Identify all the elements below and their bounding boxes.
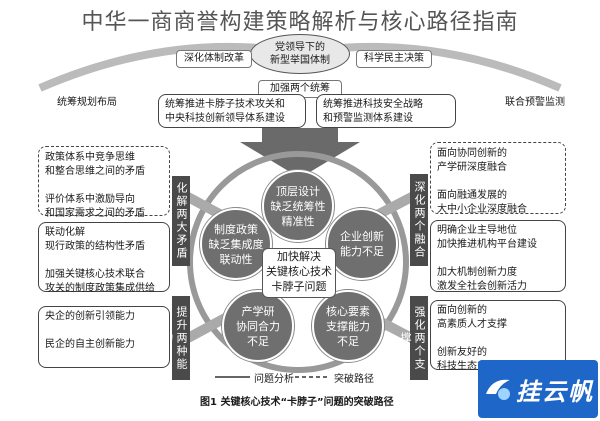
right-mid-box: 明确企业主导地位 加快推进机构平台建设 加大机制创新力度 激发全社会创新活力 [430, 220, 566, 292]
core-problem-box: 加快解决 关键核心技术 卡脖子问题 [262, 248, 336, 298]
left-dash-box: 政策体系中竞争思维 和整合思维之间的矛盾 评价体系中激励导向 和国家需求之间的矛… [38, 146, 170, 219]
leadership-oval: 党领导下的 新型举国体制 [250, 34, 350, 74]
right-bottom-box: 面向创新的 高素质人才支撑 创新友好的 科技生态支撑 [430, 300, 566, 372]
circle-enterprise: 企业创新 能力不足 [326, 208, 398, 280]
strengthen-left-box: 统筹推进卡脖子技术攻关和 中央科技创新领导体系建设 [158, 94, 306, 128]
cloud-swoosh-icon [486, 379, 510, 400]
left-bar-bottom: 提升两种能力 [161, 296, 190, 380]
legend-analysis: 问题分析 [254, 374, 294, 385]
planning-label: 统筹规划布局 [57, 97, 117, 108]
warning-label: 联合预警监测 [505, 97, 565, 108]
reform-label: 深化体制改革 [176, 50, 252, 68]
outer-ring [187, 151, 409, 373]
logo-watermark: 挂云帆 [478, 360, 598, 418]
right-bar-bottom: 强化两个支撑 [399, 296, 428, 380]
left-bottom-box: 央企的创新引领能力 民企的自主创新能力 [38, 306, 170, 368]
decision-label: 科学民主决策 [356, 50, 432, 68]
legend-path: 突破路径 [334, 374, 374, 385]
left-bar-top: 化解两大矛盾 [172, 176, 190, 266]
figure-caption: 图1 关键核心技术“卡脖子”问题的突破路径 [200, 397, 394, 408]
right-bar-top: 深化两个融合 [410, 174, 428, 266]
strengthen-right-box: 统筹推进科技安全战略 和预警监测体系建设 [316, 94, 456, 128]
page-title: 中华一商商誉构建策略解析与核心路径指南 [81, 10, 519, 35]
circle-policy: 制度政策 缺乏集成度 联动性 [200, 208, 272, 280]
circle-top-design: 顶层设计 缺乏统筹性 精准性 [262, 170, 334, 242]
circle-collab: 产学研 协同合力 不足 [222, 290, 294, 362]
left-mid-box: 联动化解 现行政策的结构性矛盾 加强关键核心技术联合 攻关的制度政策集成供给 [38, 222, 170, 294]
left-swoosh [38, 42, 261, 92]
circle-factors: 核心要素 支撑能力 不足 [312, 290, 384, 362]
right-swoosh [339, 42, 562, 92]
right-dash-box: 面向协同创新的 产学研深度融合 面向融通发展的 大中小企业深度融合 [430, 142, 566, 215]
